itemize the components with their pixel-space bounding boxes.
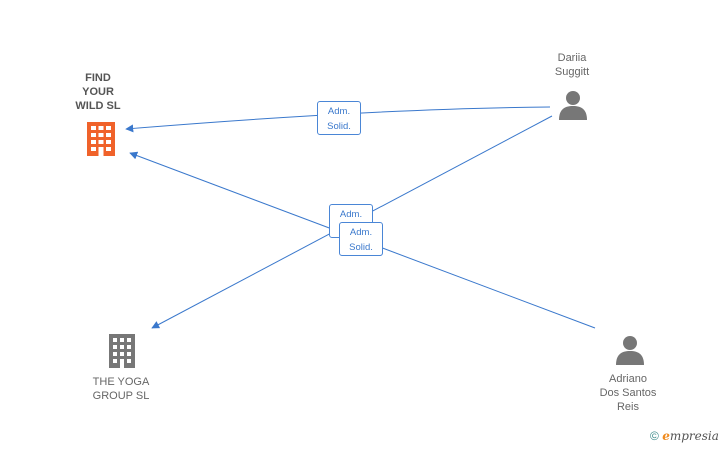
copyright-symbol: © <box>650 429 659 443</box>
company-node-find-your-wild[interactable] <box>86 122 116 156</box>
role-badge-dariia-find-your-wild[interactable]: Adm. Solid. <box>317 101 361 135</box>
person-label-adriano: Adriano Dos Santos Reis <box>599 373 657 413</box>
person-node-dariia[interactable] <box>558 90 588 120</box>
person-icon <box>559 91 587 120</box>
company-node-the-yoga-group[interactable] <box>108 334 136 368</box>
empresia-watermark: © empresia <box>650 429 719 443</box>
company-label-the-yoga-group: THE YOGA GROUP SL <box>92 376 150 402</box>
person-label-dariia: Dariia Suggitt <box>554 52 590 78</box>
company-label-find-your-wild: FIND YOUR WILD SL <box>75 72 121 112</box>
person-icon <box>616 336 644 365</box>
building-icon <box>87 122 115 156</box>
person-node-adriano[interactable] <box>615 335 645 365</box>
building-icon <box>109 334 135 368</box>
empresia-logo: empresia <box>662 429 719 443</box>
role-badge-adriano-find-your-wild[interactable]: Adm. Solid. <box>339 222 383 256</box>
